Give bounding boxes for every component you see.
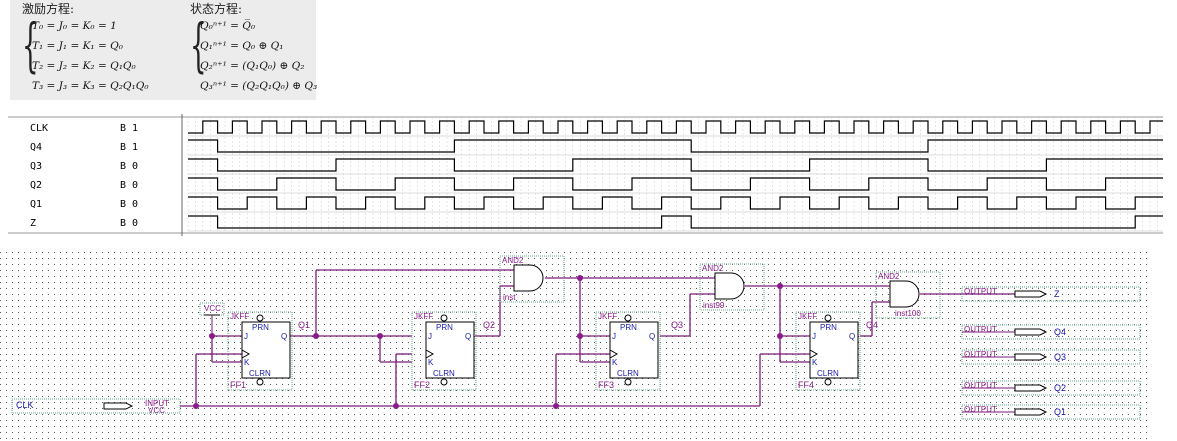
equations-panel: 激励方程: 状态方程: { { T₀ = J₀ = K₀ = 1 T₁ = J₁…	[10, 0, 318, 100]
flipflop-ff3[interactable]: JKFF PRN J K Q CLRN FF3	[595, 311, 661, 391]
input-tag: INPUT	[145, 399, 169, 408]
excitation-title: 激励方程:	[22, 2, 75, 16]
signal-value-q1: B 0	[120, 199, 138, 210]
q2-net-label: Q2	[483, 320, 495, 330]
ff4-label: FF4	[798, 380, 814, 390]
ff3-label: FF3	[598, 380, 614, 390]
ff4-clrn: CLRN	[817, 369, 839, 378]
signal-name-q3: Q3	[30, 161, 42, 172]
ff1-prn: PRN	[252, 323, 269, 332]
and-inst-type: AND2	[502, 256, 524, 265]
state-eq-0: Q₀ⁿ⁺¹ = Q̅₀	[200, 20, 256, 32]
output-pin-q4[interactable]: OUTPUT Q4	[961, 324, 1141, 340]
ff2-pin-k: K	[428, 358, 434, 367]
and-inst-name: inst	[503, 293, 516, 302]
flipflop-ff1[interactable]: JKFF PRN J K Q CLRN FF1	[227, 311, 293, 391]
and-inst100-name: inst100	[895, 309, 921, 318]
signal-value-q3: B 0	[120, 161, 138, 172]
vcc-label: VCC	[204, 304, 221, 313]
output-z-tag: OUTPUT	[964, 287, 997, 296]
input-vcc-tag: VCC	[148, 406, 165, 415]
ff3-type-label: JKFF	[598, 312, 617, 321]
and-gate-inst100[interactable]: AND2 inst100	[875, 271, 941, 319]
flipflop-ff4[interactable]: JKFF PRN J K Q CLRN FF4	[795, 311, 861, 391]
output-q2-label: Q2	[1054, 383, 1066, 393]
signal-name-q4: Q4	[30, 142, 42, 153]
signal-name-q2: Q2	[30, 180, 42, 191]
signal-value-z: B 0	[120, 218, 138, 229]
state-brace: {	[190, 11, 207, 79]
ff3-pin-k: K	[612, 358, 618, 367]
signal-name-clk: CLK	[30, 123, 48, 134]
ff1-pin-k: K	[244, 358, 250, 367]
output-q1-label: Q1	[1054, 407, 1066, 417]
ff2-label: FF2	[414, 380, 430, 390]
schematic-grid	[0, 252, 1148, 441]
waveform-viewer: CLK B 1 Q4 B 1 Q3 B 0 Q2 B 0 Q1 B 0 Z B …	[8, 114, 1163, 236]
signal-value-q2: B 0	[120, 180, 138, 191]
schematic-canvas: CLK INPUT VCC VCC	[0, 252, 1148, 441]
excitation-eq-3: T₃ = J₃ = K₃ = Q₂Q₁Q₀	[32, 80, 149, 92]
output-q3-tag: OUTPUT	[964, 350, 997, 359]
output-q2-tag: OUTPUT	[964, 381, 997, 390]
output-pin-q2[interactable]: OUTPUT Q2	[961, 380, 1141, 396]
ff1-pin-j: J	[244, 332, 248, 341]
output-q3-label: Q3	[1054, 352, 1066, 362]
clk-input-label: CLK	[16, 400, 34, 410]
ff2-pin-j: J	[428, 332, 432, 341]
state-title: 状态方程:	[190, 2, 243, 16]
waveform-grid	[187, 117, 1163, 233]
signal-value-q4: B 1	[120, 142, 138, 153]
ff1-type-label: JKFF	[230, 312, 249, 321]
output-pin-q1[interactable]: OUTPUT Q1	[961, 404, 1141, 420]
output-pin-q3[interactable]: OUTPUT Q3	[961, 349, 1141, 365]
ff4-pin-k: K	[812, 358, 818, 367]
state-eq-2: Q₂ⁿ⁺¹ = (Q₁Q₀) ⊕ Q₂	[200, 60, 305, 72]
excitation-eq-0: T₀ = J₀ = K₀ = 1	[32, 20, 117, 32]
output-q4-label: Q4	[1054, 327, 1066, 337]
ff3-prn: PRN	[620, 323, 637, 332]
ff3-clrn: CLRN	[617, 369, 639, 378]
signal-name-q1: Q1	[30, 199, 42, 210]
q1-net-label: Q1	[298, 320, 310, 330]
output-q1-tag: OUTPUT	[964, 405, 997, 414]
ff4-pin-j: J	[812, 332, 816, 341]
ff2-clrn: CLRN	[433, 369, 455, 378]
and-inst99-name: inst99	[703, 301, 725, 310]
ff4-pin-q: Q	[849, 332, 855, 341]
ff1-clrn: CLRN	[249, 369, 271, 378]
ff4-prn: PRN	[820, 323, 837, 332]
ff2-prn: PRN	[436, 323, 453, 332]
output-q4-tag: OUTPUT	[964, 325, 997, 334]
junction-dots	[193, 275, 783, 409]
signal-value-clk: B 1	[120, 123, 138, 134]
ff4-type-label: JKFF	[798, 312, 817, 321]
ff2-type-label: JKFF	[414, 312, 433, 321]
ff1-pin-q: Q	[281, 332, 287, 341]
waveform-traces	[188, 120, 1163, 229]
q4-net-label: Q4	[866, 320, 878, 330]
waveform-rows: CLK B 1 Q4 B 1 Q3 B 0 Q2 B 0 Q1 B 0 Z B …	[30, 123, 138, 229]
output-z-label: Z	[1054, 289, 1060, 299]
and-gate-inst[interactable]: AND2 inst	[499, 255, 565, 303]
q3-net-label: Q3	[671, 320, 683, 330]
ff3-pin-q: Q	[649, 332, 655, 341]
and-inst100-type: AND2	[878, 272, 900, 281]
and-gate-inst99[interactable]: AND2 inst99	[699, 263, 765, 311]
flipflop-ff2[interactable]: JKFF PRN J K Q CLRN FF2	[411, 311, 477, 391]
ff3-pin-j: J	[612, 332, 616, 341]
and-inst99-type: AND2	[702, 264, 724, 273]
state-eq-3: Q₃ⁿ⁺¹ = (Q₂Q₁Q₀) ⊕ Q₃	[200, 80, 318, 92]
vcc-symbol: VCC	[199, 302, 225, 336]
ff1-label: FF1	[230, 380, 246, 390]
signal-name-z: Z	[30, 218, 36, 229]
wires	[180, 269, 1015, 407]
ff2-pin-q: Q	[465, 332, 471, 341]
excitation-eq-2: T₂ = J₂ = K₂ = Q₁Q₀	[32, 60, 136, 72]
state-eq-1: Q₁ⁿ⁺¹ = Q₀ ⊕ Q₁	[200, 40, 284, 52]
excitation-brace: {	[22, 11, 39, 79]
output-pin-z[interactable]: OUTPUT Z	[961, 286, 1141, 302]
excitation-eq-1: T₁ = J₁ = K₁ = Q₀	[32, 40, 123, 52]
